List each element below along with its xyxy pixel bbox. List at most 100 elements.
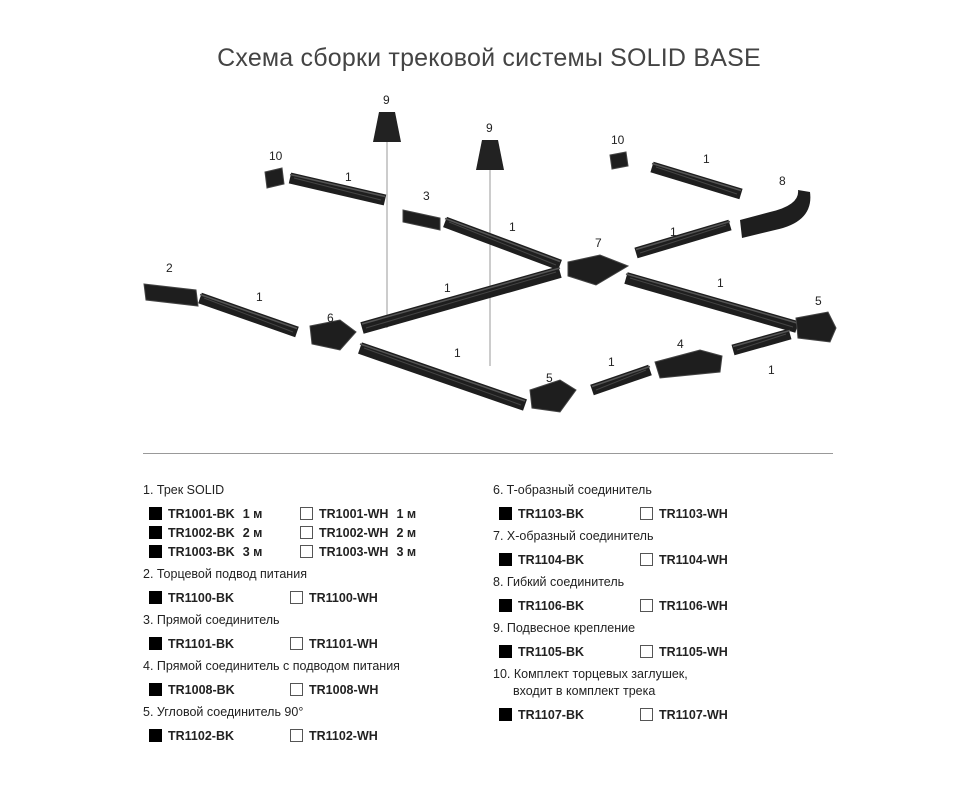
article-code: TR1003-BK	[168, 544, 235, 559]
black-swatch-icon	[149, 545, 162, 558]
black-swatch-icon	[499, 708, 512, 721]
divider	[143, 453, 833, 454]
label-1: 1	[509, 220, 516, 234]
track-slot	[736, 333, 787, 351]
x-connector	[567, 254, 630, 286]
black-swatch-icon	[149, 637, 162, 650]
black-swatch-icon	[149, 507, 162, 520]
label-10: 10	[269, 149, 283, 163]
black-variant: TR1002-BK 2 м	[143, 526, 294, 540]
white-swatch-icon	[640, 553, 653, 566]
track-edge	[199, 293, 298, 330]
black-variant: TR1104-BK	[493, 553, 634, 567]
length: 1 м	[242, 506, 263, 521]
legend-group-title: 4. Прямой соединитель с подводом питания	[143, 659, 400, 673]
article-code: TR1008-WH	[309, 682, 379, 697]
legend-group-title: 10. Комплект торцевых заглушек,	[493, 667, 688, 681]
page-title: Схема сборки трековой системы SOLID BASE	[217, 44, 761, 72]
length: 2 м	[396, 525, 417, 540]
article-code: TR1001-WH	[319, 506, 389, 521]
black-variant: TR1103-BK	[493, 507, 634, 521]
track-edge	[361, 267, 561, 325]
legend-group: 10. Комплект торцевых заглушек,входит в …	[493, 666, 790, 723]
legend-group-title: 6. T-образный соединитель	[493, 483, 652, 497]
label-9: 9	[383, 93, 390, 107]
label-5: 5	[815, 294, 822, 308]
black-swatch-icon	[499, 645, 512, 658]
black-variant: TR1102-BK	[143, 729, 284, 743]
legend-row: TR1102-BK TR1102-WH	[143, 727, 450, 744]
article-code: TR1002-BK	[168, 525, 235, 540]
white-swatch-icon	[640, 599, 653, 612]
label-1: 1	[670, 225, 677, 239]
article-code: TR1102-BK	[168, 728, 234, 743]
label-2: 2	[166, 261, 173, 275]
assembly-diagram: 9 9 10 10 1 3 1 7 1 8 1 2 1 6 1 1 5 1 4 …	[143, 93, 837, 413]
flexible-connector	[740, 190, 811, 238]
article-code: TR1104-BK	[518, 552, 584, 567]
black-swatch-icon	[149, 526, 162, 539]
label-3: 3	[423, 189, 430, 203]
label-5: 5	[546, 371, 553, 385]
white-swatch-icon	[300, 526, 313, 539]
label-1: 1	[454, 346, 461, 360]
label-9: 9	[486, 121, 493, 135]
track-edge	[732, 329, 791, 348]
legend-group-title: 8. Гибкий соединитель	[493, 575, 625, 589]
legend-group-title: 9. Подвесное крепление	[493, 621, 636, 635]
track-slot	[293, 177, 382, 201]
article-code: TR1105-BK	[518, 644, 584, 659]
article-code: TR1106-WH	[659, 598, 728, 613]
length: 3 м	[396, 544, 417, 559]
label-1: 1	[608, 355, 615, 369]
label-1: 1	[768, 363, 775, 377]
track-edge	[289, 173, 386, 198]
label-1: 1	[256, 290, 263, 304]
label-4: 4	[677, 337, 684, 351]
black-swatch-icon	[499, 507, 512, 520]
track-slot	[448, 221, 557, 266]
white-swatch-icon	[300, 545, 313, 558]
track-edge	[359, 343, 526, 402]
black-swatch-icon	[499, 599, 512, 612]
black-swatch-icon	[149, 683, 162, 696]
article-code: TR1105-WH	[659, 644, 728, 659]
legend-group-title: 1. Трек SOLID	[143, 483, 225, 497]
article-code: TR1100-BK	[168, 590, 234, 605]
white-variant: TR1105-WH	[634, 645, 790, 659]
feed-connector	[654, 349, 723, 379]
length: 2 м	[242, 525, 263, 540]
end-cap	[264, 167, 285, 189]
white-variant: TR1103-WH	[634, 507, 790, 521]
track-slot	[595, 369, 647, 391]
label-1: 1	[717, 276, 724, 290]
article-code: TR1107-WH	[659, 707, 728, 722]
track-slot	[203, 297, 294, 333]
article-code: TR1101-BK	[168, 636, 234, 651]
white-variant: TR1100-WH	[284, 591, 440, 605]
article-code: TR1102-WH	[309, 728, 378, 743]
track-edge	[591, 365, 651, 388]
label-8: 8	[779, 174, 786, 188]
pendant-canopy	[373, 112, 401, 142]
label-1: 1	[703, 152, 710, 166]
black-swatch-icon	[149, 729, 162, 742]
article-code: TR1003-WH	[319, 544, 389, 559]
white-variant: TR1106-WH	[634, 599, 790, 613]
legend-group-title: 2. Торцевой подвод питания	[143, 567, 307, 581]
